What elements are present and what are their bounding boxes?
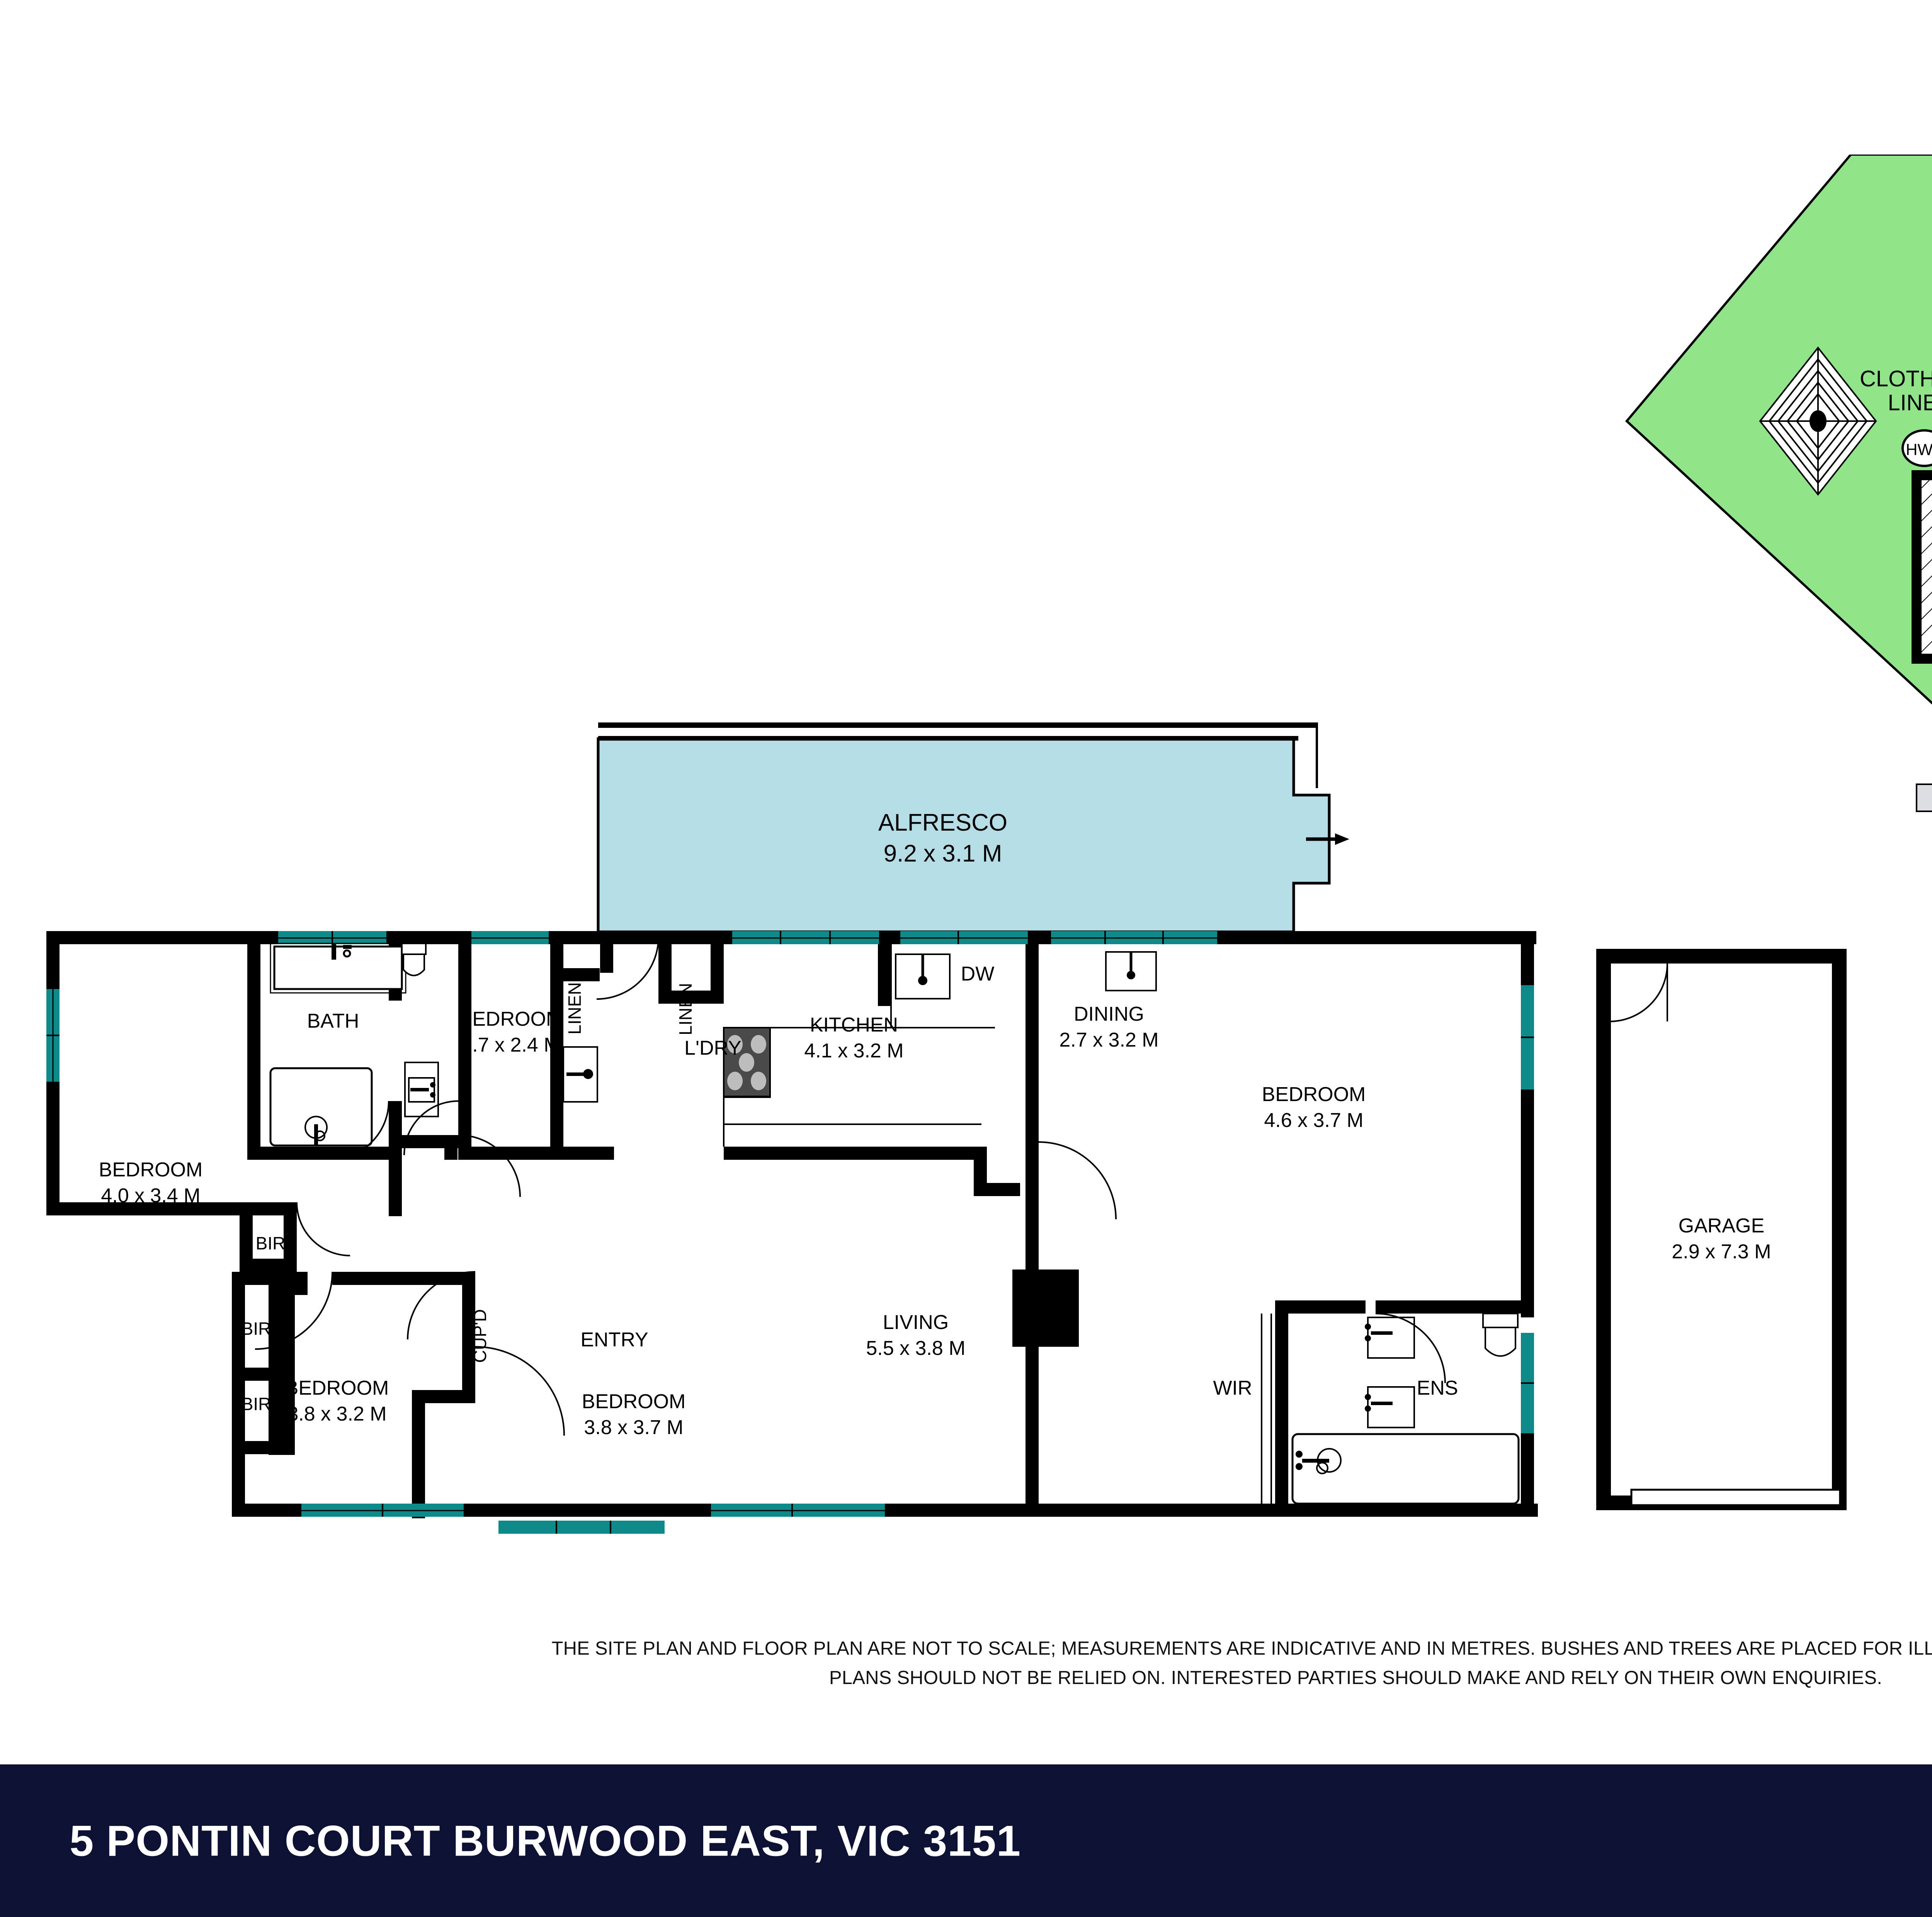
dining-name: DINING (1074, 1003, 1144, 1025)
dining-dim: 2.7 x 3.2 M (1059, 1029, 1158, 1051)
garage-name: GARAGE (1679, 1215, 1765, 1237)
clothes-line-label-2: LINE (1888, 390, 1932, 415)
windows (46, 931, 1534, 1534)
site-plan-svg: DRIVEWAY DECK RESIDENCE (1625, 153, 1932, 812)
ldry-label: L'DRY (684, 1037, 742, 1059)
bir-a-label: BIR (256, 1233, 286, 1253)
ens-toilet-icon (1482, 1313, 1519, 1357)
detached-garage: GARAGE 2.9 x 7.3 M (1596, 949, 1847, 1510)
bedroom-4-dim: 3.8 x 3.7 M (584, 1416, 683, 1439)
shower-icon (269, 1067, 373, 1147)
bedroom-3-dim: 2.7 x 2.4 M (461, 1034, 560, 1056)
alfresco-label-name: ALFRESCO (878, 809, 1007, 836)
kitchen-name: KITCHEN (810, 1014, 898, 1036)
dw-label: DW (961, 963, 995, 985)
ens-label: ENS (1417, 1377, 1458, 1399)
bedroom-4-name: BEDROOM (582, 1390, 686, 1413)
laundry-trough-icon (1105, 951, 1157, 991)
wir-partitions (1261, 1314, 1272, 1504)
clothes-line-icon (1759, 346, 1877, 496)
bedroom-2-dim: 3.8 x 3.2 M (287, 1403, 386, 1425)
bathtub-icon (270, 943, 406, 994)
walls (46, 931, 1538, 1518)
alfresco-label-dim: 9.2 x 3.1 M (884, 840, 1002, 867)
disclaimer-line-1: THE SITE PLAN AND FLOOR PLAN ARE NOT TO … (551, 1638, 1932, 1659)
kitchen-bench (723, 944, 995, 1147)
living-name: LIVING (883, 1311, 949, 1334)
bedroom-1-name: BEDROOM (99, 1159, 203, 1181)
bath-vanity-icon (404, 1062, 439, 1117)
bir-c-label: BIR (242, 1394, 271, 1414)
front-path (1916, 783, 1932, 812)
cupd-label: CUP'D (470, 1309, 490, 1363)
linen-shelf-icon (563, 1046, 598, 1103)
dishwasher-icon (895, 953, 951, 999)
door-swings (255, 937, 1446, 1436)
disclaimer: THE SITE PLAN AND FLOOR PLAN ARE NOT TO … (0, 1634, 1932, 1693)
site-plan: DRIVEWAY DECK RESIDENCE (1615, 153, 1932, 1105)
floor-plan-svg: ALFRESCO 9.2 x 3.1 M (46, 722, 1847, 1534)
bedroom-3-name: BEDROOM (459, 1008, 563, 1030)
garage-dim: 2.9 x 7.3 M (1672, 1241, 1771, 1263)
ens-vanity-2-icon (1365, 1386, 1415, 1428)
bedroom-2-name: BEDROOM (285, 1377, 389, 1399)
entry-label: ENTRY (580, 1329, 648, 1351)
linen-2-label: LINEN (675, 983, 696, 1035)
residence-footprint (1912, 470, 1932, 664)
toilet-icon (401, 943, 427, 976)
wir-label: WIR (1213, 1377, 1252, 1399)
living-dim: 5.5 x 3.8 M (866, 1337, 965, 1360)
disclaimer-line-2: PLANS SHOULD NOT BE RELIED ON. INTERESTE… (829, 1667, 1883, 1688)
bedroom-1-dim: 4.0 x 3.4 M (101, 1185, 200, 1207)
title-bar: 5 PONTIN COURT BURWOOD EAST, VIC 3151 (0, 1764, 1932, 1917)
kitchen-dim: 4.1 x 3.2 M (804, 1040, 903, 1062)
cooktop-icon (723, 1027, 771, 1097)
bath-label: BATH (307, 1010, 359, 1032)
hwt-label: HWT (1906, 440, 1932, 459)
ens-vanity-1-icon (1365, 1317, 1415, 1359)
linen-1-label: LINEN (565, 982, 585, 1034)
bedroom-5-name: BEDROOM (1262, 1083, 1366, 1106)
hwt-marker (1901, 429, 1932, 467)
property-address: 5 PONTIN COURT BURWOOD EAST, VIC 3151 (70, 1817, 1021, 1865)
bir-b-label: BIR (242, 1319, 271, 1339)
bedroom-5-dim: 4.6 x 3.7 M (1264, 1109, 1363, 1132)
floor-plan: ALFRESCO 9.2 x 3.1 M (0, 715, 1893, 1623)
ens-shower-icon (1291, 1433, 1520, 1505)
alfresco-room (597, 722, 1349, 933)
clothes-line-label-1: CLOTHES (1860, 366, 1932, 391)
